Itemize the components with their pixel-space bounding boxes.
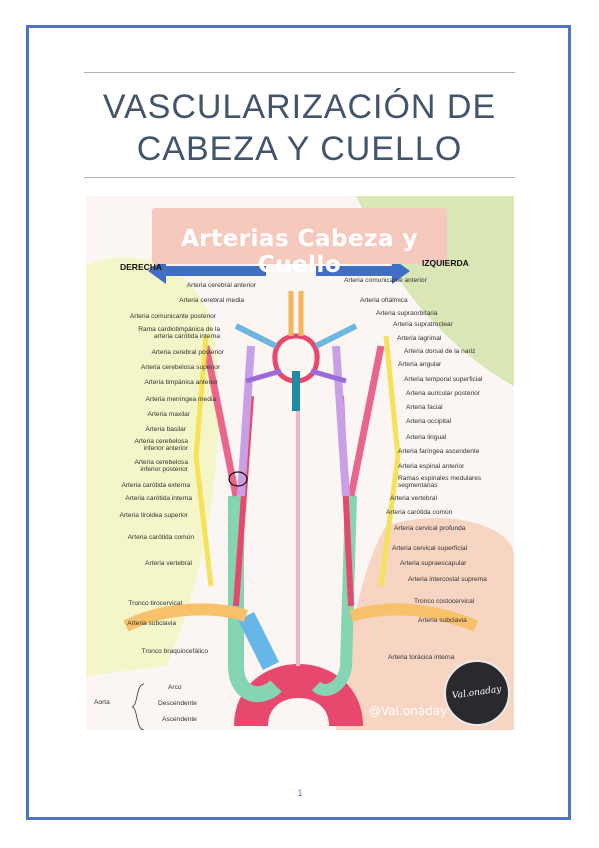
left-label: Arteria tiroidea superior xyxy=(119,512,188,519)
right-label: Arteria vertebral xyxy=(390,495,437,502)
right-label: Arteria supratroclear xyxy=(393,321,453,328)
arteries-illustration: Arterias Cabeza y Cuello DERECHA IZQUIER… xyxy=(86,196,514,730)
int-carotid-left xyxy=(237,345,255,497)
page-border xyxy=(26,25,571,820)
left-label: Arteria cerebral media xyxy=(179,297,244,304)
label-derecha: DERECHA xyxy=(120,262,163,272)
right-label: Arteria lagrimal xyxy=(397,335,442,342)
right-label: Arteria auricular posterior xyxy=(406,390,481,397)
arrow-left xyxy=(148,258,266,284)
left-label: Arteria carótida interna xyxy=(125,495,192,502)
left-label: Arteria comunicante posterior xyxy=(129,313,216,320)
title-line-1: VASCULARIZACIÓN DE xyxy=(102,88,497,126)
side-vessel-left xyxy=(193,335,214,587)
left-label: Arteria vertebral xyxy=(145,560,192,567)
right-label: Arteria faríngea ascendente xyxy=(398,448,480,455)
subclavian-right xyxy=(349,603,479,632)
aorta-part: Descendente xyxy=(158,700,197,707)
carotid-left xyxy=(228,496,282,703)
right-label: Arteria oftálmica xyxy=(360,297,408,304)
right-label: Tronco costocervical xyxy=(414,598,475,605)
banner-title: Arterias Cabeza y Cuello xyxy=(180,226,419,278)
annotation-circle xyxy=(228,471,248,487)
left-label: Arteria maxilar xyxy=(147,411,190,418)
cerebral-posterior xyxy=(245,368,347,384)
left-label: Tronco braquiocefálico xyxy=(141,648,208,655)
title-line-2: CABEZA Y CUELLO xyxy=(136,130,463,168)
page-title: VASCULARIZACIÓN DE CABEZA Y CUELLO xyxy=(60,86,539,170)
page-number: 1 xyxy=(297,788,303,798)
left-label: Arteria subclavia xyxy=(127,620,176,627)
label-izquierda: IZQUIERDA xyxy=(422,258,469,268)
left-label: Arteria cerebral posterior xyxy=(151,349,224,356)
right-label: Arteria subclavia xyxy=(418,617,467,624)
left-label: Arteria carótida externa xyxy=(121,482,190,489)
right-label: Arteria temporal superficial xyxy=(404,376,483,383)
cerebral-media xyxy=(234,323,358,349)
right-label: Arteria intercostal suprema xyxy=(408,576,487,583)
watermark: @Val.onaday xyxy=(369,704,448,718)
right-label: Arteria espinal anterior xyxy=(398,463,465,470)
avatar-signature: Val.onaday xyxy=(451,684,503,702)
left-label: Arteria carótida común xyxy=(127,534,194,541)
int-carotid-right xyxy=(332,345,350,497)
right-label: Arteria cervical profunda xyxy=(394,525,466,532)
aorta-part: Ascendente xyxy=(162,716,197,723)
title-rule-bottom xyxy=(84,177,515,178)
left-label: Arteria cerebelosa inferior anterior xyxy=(134,438,188,453)
right-label: Arteria occipital xyxy=(406,418,452,425)
avatar: Val.onaday xyxy=(444,660,510,726)
cerebral-anterior xyxy=(288,291,304,336)
right-label: Arteria comunicante anterior xyxy=(344,277,427,284)
right-label: Arteria carótida común xyxy=(386,509,453,516)
subclavian-left xyxy=(123,603,248,632)
aortic-arch xyxy=(234,664,363,728)
aorta-label: Aorta xyxy=(94,699,110,706)
right-label: Arteria facial xyxy=(406,404,443,411)
left-label: Rama cardiotimpánica de la arteria carót… xyxy=(138,326,220,341)
bg-blob-yellow xyxy=(86,257,219,676)
title-rule-top xyxy=(84,72,515,73)
ext-carotid-right xyxy=(347,345,385,497)
left-label: Arteria basilar xyxy=(145,426,186,433)
side-vessel-right xyxy=(378,335,401,587)
left-label: Arteria cerebelosa superior xyxy=(140,364,220,371)
right-label: Arteria angular xyxy=(398,361,442,368)
circle-of-willis xyxy=(272,333,320,384)
right-label: Arteria dorsal de la nariz xyxy=(404,348,476,355)
illustration-artwork xyxy=(86,196,514,730)
arrow-right xyxy=(316,258,410,284)
right-label: Ramas espinales medulares segmentarias xyxy=(398,475,482,490)
banner-background xyxy=(152,208,447,264)
brachiocephalic-trunk xyxy=(237,611,280,671)
aorta-brace xyxy=(131,683,145,730)
left-label: Arteria meníngea media xyxy=(145,396,216,403)
right-label: Arteria cervical superficial xyxy=(392,545,468,552)
carotid-right xyxy=(311,495,357,696)
aorta-part: Arco xyxy=(168,684,182,691)
right-label: Arteria torácica interna xyxy=(388,654,455,661)
right-label: Arteria supraescapular xyxy=(400,560,467,567)
left-label: Tronco tirocervical xyxy=(128,600,182,607)
left-label: Arteria timpánica anterior xyxy=(144,379,218,386)
right-label: Arteria supraorbitaria xyxy=(376,310,438,317)
ext-carotid-left xyxy=(202,345,240,497)
left-label: Arteria cerebelosa inferior posterior xyxy=(134,459,188,474)
left-label: Arteria cerebral anterior xyxy=(186,282,256,289)
right-label: Arteria lingual xyxy=(406,434,447,441)
